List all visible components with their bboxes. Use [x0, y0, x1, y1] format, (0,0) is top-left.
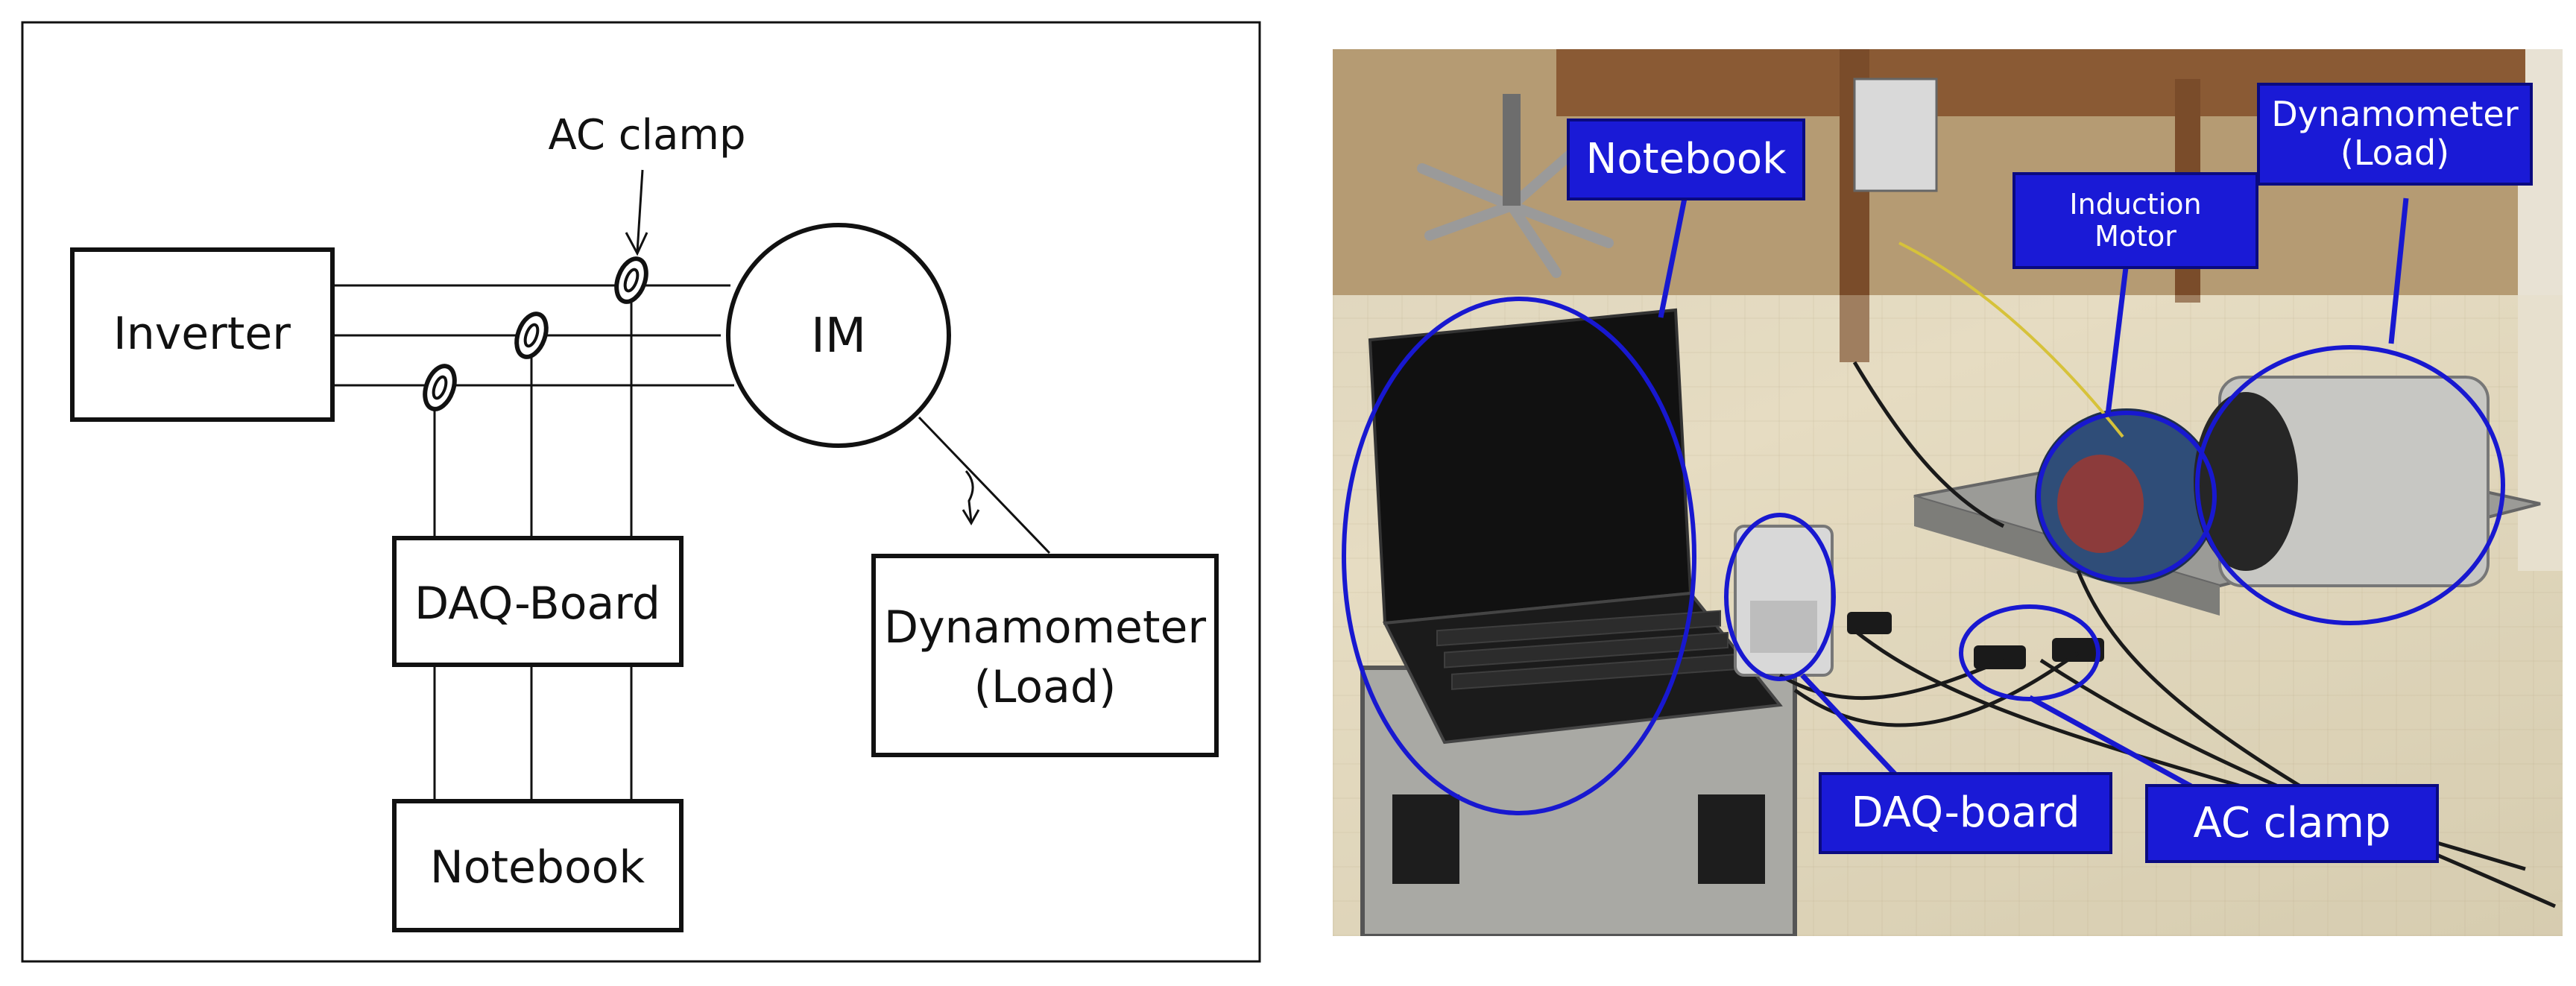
highlight-rings — [1342, 297, 2505, 815]
chair-stem — [1503, 94, 1521, 206]
daq-board-callout-text: DAQ-board — [1851, 788, 2080, 837]
ac-clamp-sensor — [514, 312, 549, 359]
case-latch — [1392, 794, 1459, 884]
dynamometer-ring — [2195, 345, 2505, 625]
daq-board-callout: DAQ-board — [1819, 772, 2112, 854]
motor-shaft — [918, 416, 1051, 554]
ac-clamp-callout: AC clamp — [2145, 784, 2439, 863]
notebook-callout: Notebook — [1567, 118, 1805, 200]
breaker-box — [1853, 78, 1938, 192]
notebook-label: Notebook — [430, 841, 645, 894]
dynamometer-callout-line2: (Load) — [2340, 133, 2450, 173]
daq-device-front — [1750, 601, 1817, 653]
ac-clamp-sensor — [423, 364, 457, 411]
ac-clamp-label: AC clamp — [549, 111, 746, 159]
notebook-ring — [1342, 297, 1696, 815]
motor-label: IM — [811, 309, 866, 364]
ac-clamp-callout-text: AC clamp — [2193, 798, 2391, 847]
dynamometer-callout-line1: Dynamometer — [2271, 94, 2519, 135]
dynamometer-label-line1: Dynamometer — [884, 601, 1206, 654]
dynamometer-label-line2: (Load) — [974, 661, 1117, 713]
rotation-arrowhead — [962, 509, 980, 525]
induction-motor-callout-line1: Induction — [2069, 188, 2202, 221]
daq-ring — [1724, 513, 1836, 681]
clamp-sensor — [1974, 645, 2026, 669]
diagram-frame — [21, 21, 1261, 963]
block-diagram: AC clamp Inverter IM DAQ-Board Dynamomet… — [21, 21, 1261, 963]
daq-board-label: DAQ-Board — [414, 578, 660, 630]
ac-clamp-pointer — [625, 169, 648, 256]
clamp-sensor — [2052, 638, 2104, 662]
induction-motor-callout: Induction Motor — [2012, 172, 2258, 269]
inverter-label: Inverter — [113, 308, 291, 360]
ac-clamp-sensor — [614, 256, 648, 304]
chair-base — [1417, 148, 1614, 278]
notebook-callout-text: Notebook — [1585, 134, 1787, 183]
yellow-cable — [1898, 241, 2124, 438]
dynamometer-box — [871, 554, 1219, 757]
dynamometer-callout: Dynamometer (Load) — [2257, 83, 2533, 186]
induction-motor-callout-line2: Motor — [2094, 220, 2176, 253]
clamp-sensor — [1847, 612, 1892, 634]
case-latch — [1698, 794, 1765, 884]
laptop-keys — [1436, 610, 1736, 690]
dynamometer-face — [2194, 392, 2298, 571]
inverter-box — [70, 247, 335, 422]
motor-ring — [2036, 411, 2217, 582]
rotation-arrow-icon — [965, 470, 974, 522]
motor-fan-cover — [2057, 455, 2144, 553]
experimental-setup-photo: Notebook Induction Motor Dynamometer (Lo… — [1333, 49, 2563, 936]
laptop-screen — [1368, 308, 1693, 625]
daq-board-box — [392, 536, 684, 667]
induction-motor-circle — [726, 223, 951, 448]
notebook-box — [392, 799, 684, 932]
